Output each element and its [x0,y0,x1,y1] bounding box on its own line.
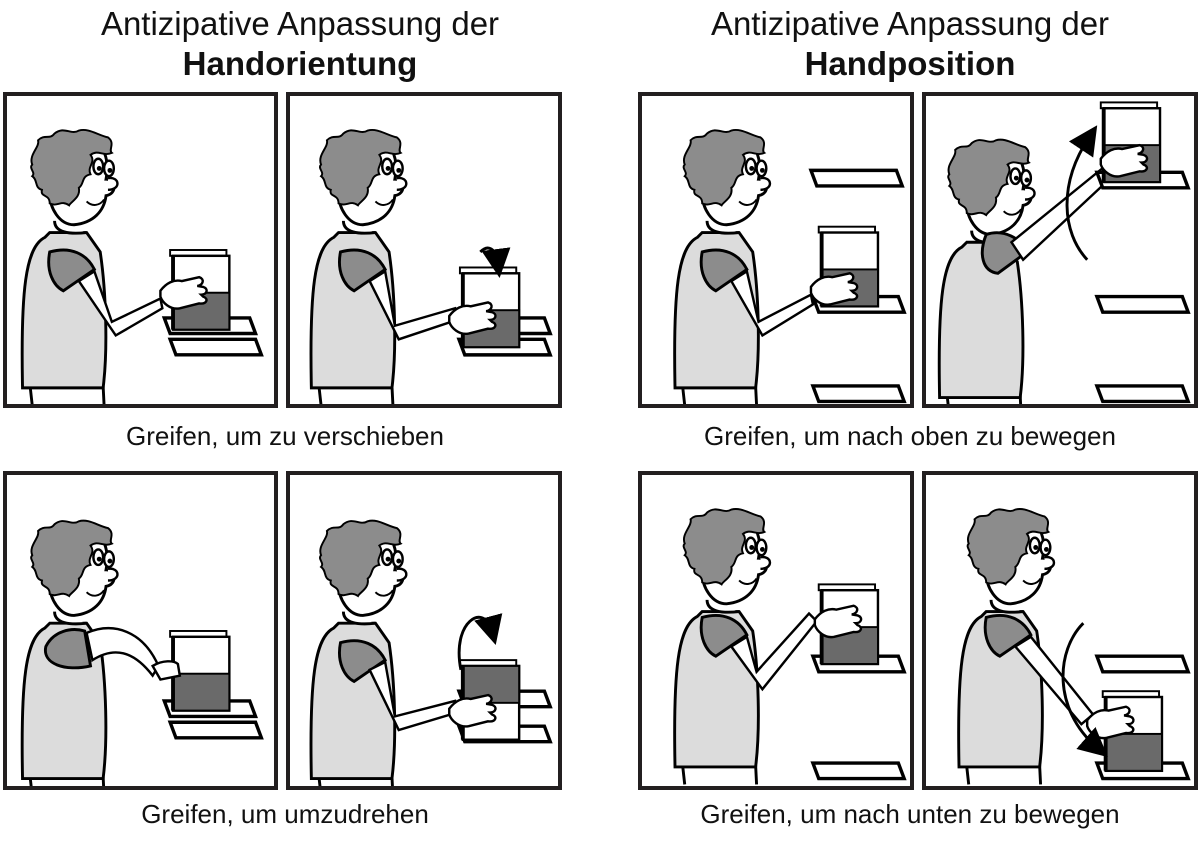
caption-flip: Greifen, um umzudrehen [141,799,429,829]
panel-position-up-end [922,92,1198,408]
title-handorientation: Antizipative Anpassung der Handorientung [0,4,600,84]
caption-move-down: Greifen, um nach unten zu bewegen [700,799,1120,829]
panel-position-down-end [922,471,1198,790]
title-line1: Antizipative Anpassung der [710,5,1110,42]
person-illustration [673,128,906,404]
caption-move-up: Greifen, um nach oben zu bewegen [704,421,1116,451]
person-illustration [309,519,552,786]
panel-position-down-start [638,471,914,790]
person-illustration [673,507,906,786]
person-illustration [309,128,552,404]
flip-arrow-icon [457,613,503,671]
rotate-arrow-icon [479,246,511,279]
title-line2: Handposition [804,45,1016,82]
title-line2: Handorientung [182,45,418,82]
title-handposition: Antizipative Anpassung der Handposition [620,4,1200,84]
person-illustration [20,519,264,786]
arc-up-arrow-icon [1065,125,1098,261]
panel-orientation-turn-start [3,471,278,790]
panel-orientation-slide-end [286,92,562,408]
person-illustration [957,507,1190,786]
person-illustration [20,128,264,404]
panel-orientation-slide-start [3,92,278,408]
panel-position-up-start [638,92,914,408]
shelf-board [168,337,264,357]
person-illustration [937,100,1190,404]
arc-down-arrow-icon [1061,622,1108,758]
title-line1: Antizipative Anpassung der [100,5,500,42]
caption-slide: Greifen, um zu verschieben [126,421,444,451]
panel-orientation-turn-end [286,471,562,790]
